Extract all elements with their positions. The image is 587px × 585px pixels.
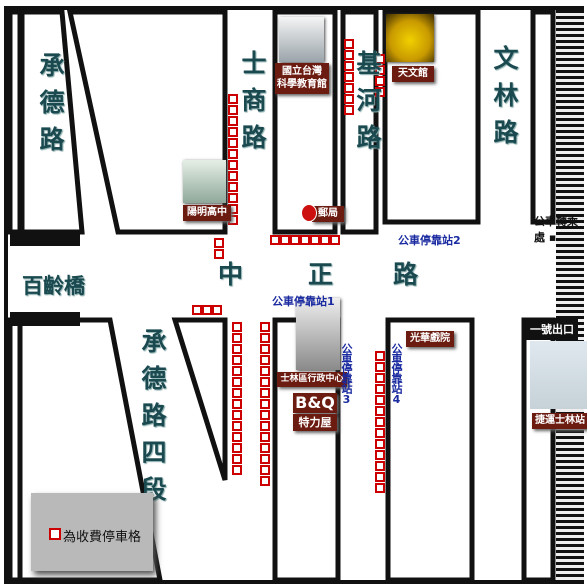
block-lower-chengde-right [171,317,228,481]
road-label-zhongzheng-1: 中 [218,260,244,289]
block-upper-astronomy [382,9,481,225]
district-office-photo [296,298,340,370]
bus-stop-2: 公車停靠站2 [398,234,461,247]
block-upper-wenlin [530,9,556,225]
post-office-icon [301,204,317,222]
label-post-office: 郵局 [312,206,344,222]
bus-transfer-text: 公車轉乘處 [534,215,578,244]
label-astronomy: 天文館 [392,66,434,82]
yangming-photo [183,160,226,203]
road-label-shishang: 士商路 [238,50,267,161]
bus-transfer-marker: ▪ [545,231,557,244]
label-bq-logo: B&Q [293,393,337,413]
road-label-zhongzheng-2: 正 [308,260,334,289]
road-label-bailing-bridge: 百齡橋 [22,274,85,298]
bus-stop-3: 公車停靠站3 [340,343,353,405]
science-museum-line1: 國立台灣 [282,66,322,77]
science-museum-line2: 科學教育館 [277,78,327,90]
railway-track [556,10,584,580]
road-label-chengde-lower: 承德路四段 [138,328,167,513]
label-yangming: 陽明高中 [183,205,231,221]
road-label-wenlin: 文林路 [490,45,519,156]
label-district-office: 士林區行政中心 [277,372,347,387]
parking-marker-icon [49,528,61,540]
block-upper-chengde-left [19,9,85,235]
label-bq-name: 特力屋 [293,414,337,431]
bus-transfer-label: 公車轉乘處 ▪ [534,213,587,245]
bus-stop-1: 公車停靠站1 [272,295,335,308]
road-label-zhongzheng-3: 路 [393,260,419,289]
mrt-photo [530,341,587,409]
bus-stop-4: 公車停靠站4 [390,343,403,405]
label-mrt-station: 捷運士林站 [532,413,587,429]
astronomy-photo [386,14,434,62]
exit-label: 一號出口 [526,318,578,340]
legend-label: 為收費停車格 [63,530,142,545]
bridge-bar-bottom [10,312,80,326]
label-science-museum: 國立台灣 科學教育館 [275,63,329,94]
road-label-chengde-upper: 承德路 [36,52,65,163]
legend: 為收費停車格 [31,493,153,571]
science-museum-photo [279,17,324,62]
bridge-bar-top [10,232,80,246]
label-cinema: 光華戲院 [406,331,454,347]
road-label-jihe: 基河路 [353,50,382,161]
